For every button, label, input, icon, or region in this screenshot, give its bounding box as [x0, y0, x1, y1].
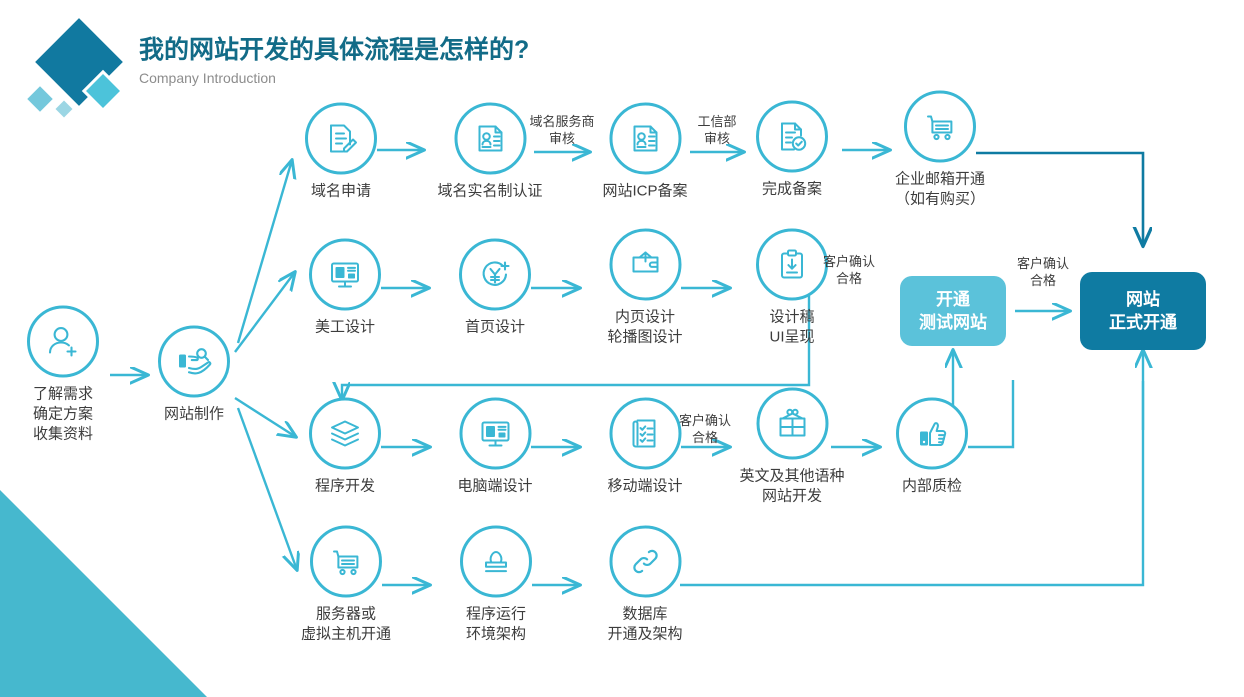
node-internal-qa[interactable]: 内部质检 — [896, 397, 968, 497]
user-add-icon — [27, 305, 99, 378]
node-icp-filing-caption: 网站ICP备案 — [602, 182, 688, 200]
node-program-development-caption: 程序开发 — [314, 477, 375, 495]
shopping-cart-icon — [309, 525, 382, 598]
node-server-hosting-caption: 服务器或 虚拟主机开通 — [300, 605, 392, 643]
node-start[interactable]: 了解需求 确定方案 收集资料 — [27, 305, 99, 445]
node-icp-filing[interactable]: 网站ICP备案 — [602, 102, 688, 202]
card-arrow-icon — [608, 228, 681, 301]
document-check-icon — [756, 100, 828, 173]
node-desktop-design[interactable]: 电脑端设计 — [457, 397, 533, 497]
node-homepage-design-caption: 首页设计 — [464, 318, 525, 336]
header: 我的网站开发的具体流程是怎样的? Company Introduction — [139, 33, 529, 88]
box-test-site[interactable]: 开通 测试网站 — [900, 276, 1006, 346]
node-hub-caption: 网站制作 — [163, 405, 224, 423]
document-stamp-icon — [453, 102, 526, 175]
node-database[interactable]: 数据库 开通及架构 — [607, 525, 683, 645]
node-filing-complete[interactable]: 完成备案 — [756, 100, 828, 200]
node-domain-realname-auth[interactable]: 域名实名制认证 — [437, 102, 543, 202]
edge-label-miit-review: 工信部 审核 — [697, 114, 737, 146]
node-design-draft-ui[interactable]: 设计稿 UI呈现 — [756, 228, 828, 348]
node-mobile-design[interactable]: 移动端设计 — [607, 397, 683, 497]
box-live-site[interactable]: 网站 正式开通 — [1080, 272, 1206, 350]
diamond-logo — [10, 14, 145, 119]
node-start-caption: 了解需求 确定方案 收集资料 — [32, 385, 93, 443]
node-filing-complete-caption: 完成备案 — [761, 180, 822, 198]
thumbs-up-icon — [896, 397, 968, 470]
monitor-design-icon — [458, 397, 531, 470]
page-title: 我的网站开发的具体流程是怎样的? — [139, 36, 530, 64]
page-subtitle: Company Introduction — [139, 70, 276, 86]
node-inner-page-design-caption: 内页设计 轮播图设计 — [607, 308, 683, 346]
node-design-draft-ui-caption: 设计稿 UI呈现 — [769, 308, 815, 346]
edge-label-client-confirm-multilang: 客户确认 合格 — [678, 413, 732, 445]
document-stamp-icon — [608, 102, 681, 175]
node-domain-application[interactable]: 域名申请 — [305, 102, 377, 202]
node-runtime-environment-caption: 程序运行 环境架构 — [465, 605, 526, 643]
edge-label-client-confirm-design: 客户确认 合格 — [822, 254, 876, 286]
node-domain-realname-auth-caption: 域名实名制认证 — [437, 182, 543, 200]
node-inner-page-design[interactable]: 内页设计 轮播图设计 — [607, 228, 683, 348]
node-internal-qa-caption: 内部质检 — [901, 477, 962, 495]
clipboard-download-icon — [756, 228, 828, 301]
shopping-cart-icon — [903, 90, 976, 163]
monitor-design-icon — [309, 238, 381, 311]
corner-triangle-decoration — [0, 490, 207, 697]
document-edit-icon — [305, 102, 377, 175]
node-database-caption: 数据库 开通及架构 — [607, 605, 683, 643]
node-corporate-email[interactable]: 企业邮箱开通 （如有购买） — [894, 90, 986, 210]
node-visual-design-caption: 美工设计 — [314, 318, 375, 336]
stamp-icon — [460, 525, 532, 598]
node-domain-application-caption: 域名申请 — [310, 182, 371, 200]
yuan-plus-icon — [459, 238, 531, 311]
node-desktop-design-caption: 电脑端设计 — [457, 477, 533, 495]
gift-box-icon — [755, 387, 828, 460]
hand-offer-icon — [158, 325, 230, 398]
node-hub-website-production[interactable]: 网站制作 — [158, 325, 230, 425]
edge-label-client-confirm-launch: 客户确认 合格 — [1016, 256, 1070, 288]
node-multilanguage-site-caption: 英文及其他语种 网站开发 — [739, 467, 845, 505]
edge-label-registrar-review: 域名服务商 审核 — [529, 114, 595, 146]
node-multilanguage-site[interactable]: 英文及其他语种 网站开发 — [739, 387, 845, 507]
box-live-site-label: 网站 正式开通 — [1109, 290, 1177, 332]
node-runtime-environment[interactable]: 程序运行 环境架构 — [460, 525, 532, 645]
node-homepage-design[interactable]: 首页设计 — [459, 238, 531, 338]
box-test-site-label: 开通 测试网站 — [919, 290, 987, 332]
link-chain-icon — [608, 525, 681, 598]
layers-icon — [309, 397, 381, 470]
node-server-hosting[interactable]: 服务器或 虚拟主机开通 — [300, 525, 392, 645]
node-visual-design[interactable]: 美工设计 — [309, 238, 381, 338]
checklist-icon — [608, 397, 681, 470]
node-mobile-design-caption: 移动端设计 — [607, 477, 683, 495]
node-program-development[interactable]: 程序开发 — [309, 397, 381, 497]
node-corporate-email-caption: 企业邮箱开通 （如有购买） — [894, 170, 986, 208]
